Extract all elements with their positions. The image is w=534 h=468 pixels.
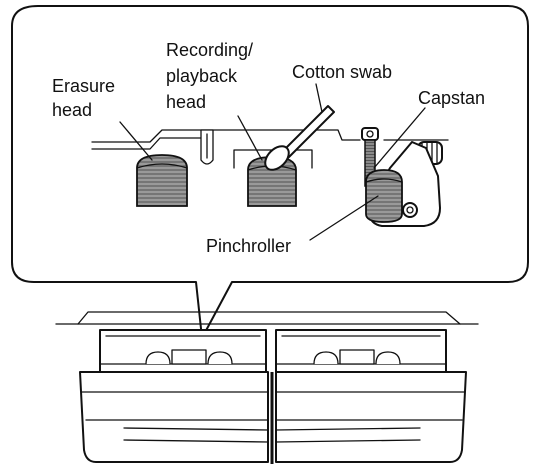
label-erasure-head-2: head bbox=[52, 100, 92, 120]
left-cassette-compartment bbox=[100, 330, 266, 372]
right-cassette-compartment bbox=[276, 330, 446, 372]
right-cassette-door bbox=[276, 372, 466, 462]
label-cotton-swab: Cotton swab bbox=[292, 62, 392, 82]
label-rec-play-head-1: Recording/ bbox=[166, 40, 253, 60]
label-rec-play-head-3: head bbox=[166, 92, 206, 112]
erasure-head bbox=[137, 155, 187, 206]
left-cassette-door bbox=[80, 372, 268, 462]
label-erasure-head-1: Erasure bbox=[52, 76, 115, 96]
deck-top-edge-left bbox=[78, 312, 460, 324]
label-pinchroller: Pinchroller bbox=[206, 236, 291, 256]
label-capstan: Capstan bbox=[418, 88, 485, 108]
label-rec-play-head-2: playback bbox=[166, 66, 238, 86]
cassette-deck bbox=[56, 312, 478, 464]
tape-guide bbox=[201, 130, 213, 164]
